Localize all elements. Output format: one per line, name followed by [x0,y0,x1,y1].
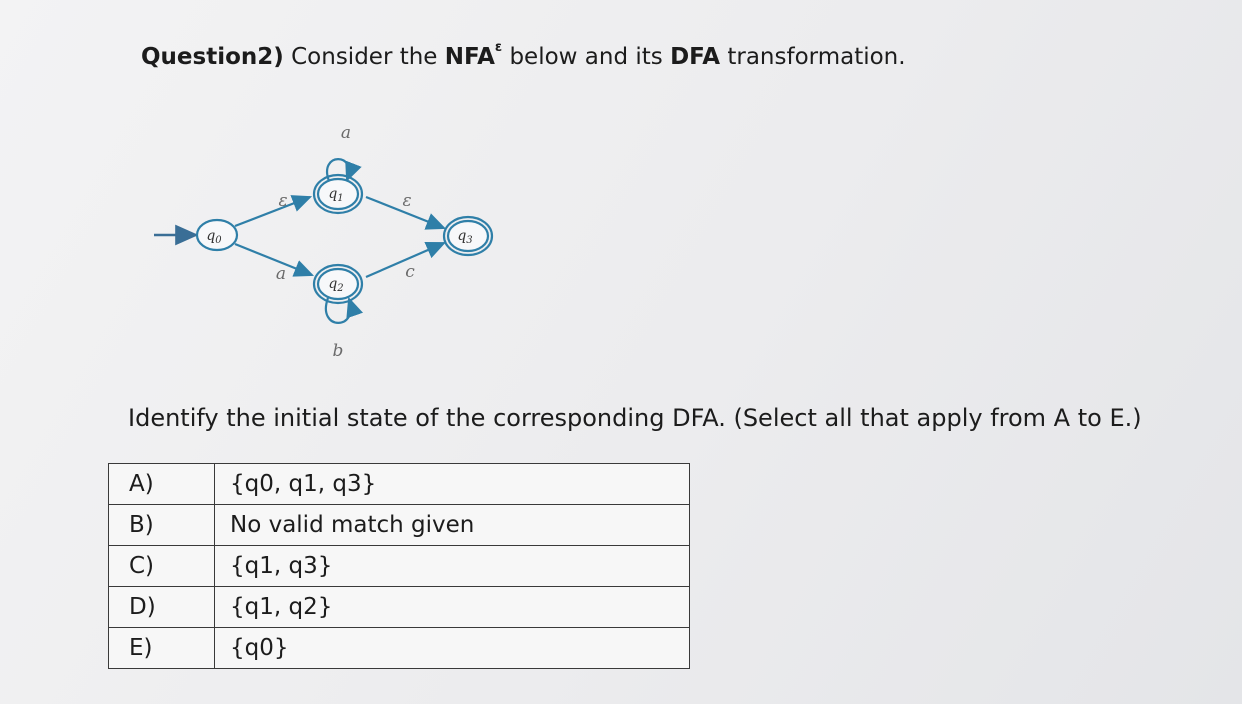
state-q1-ring [312,173,364,215]
question-label: Question2) [141,44,284,70]
loop-q2 [324,296,364,324]
epsilon-superscript: ε [494,40,503,56]
state-q3-ring [442,215,494,257]
edge-q1-q3 [365,195,447,230]
instruction-text: Identify the initial state of the corres… [128,404,1142,432]
option-letter: C) [108,545,215,587]
option-letter: E) [108,627,215,669]
option-row-b[interactable]: B) No valid match given [108,504,690,546]
label-q0-q1: ε [278,191,287,211]
option-row-c[interactable]: C) {q1, q3} [108,545,690,587]
option-letter: D) [108,586,215,628]
question-text-after: transformation. [720,44,906,70]
options-table: A) {q0, q1, q3} B) No valid match given … [108,463,690,669]
edge-q0-q2 [234,242,315,277]
option-text: {q0, q1, q3} [214,463,690,505]
label-q0-q2: a [276,264,286,284]
state-label-q3: q3 [457,228,472,246]
edge-q2-q3 [365,241,447,279]
label-q1-q3: ε [402,191,411,211]
option-row-e[interactable]: E) {q0} [108,627,690,669]
option-row-a[interactable]: A) {q0, q1, q3} [108,463,690,505]
state-q3 [446,219,490,253]
label-q1-loop: a [341,123,351,143]
state-q1 [316,177,360,211]
option-letter: A) [108,463,215,505]
state-q2-ring [312,263,364,305]
state-label-q1: q1 [328,186,343,204]
question-heading: Question2) Consider the NFAε below and i… [141,40,906,70]
question-text-before: Consider the [283,44,445,70]
question-text-middle: below and its [502,44,671,70]
option-letter: B) [108,504,215,546]
option-row-d[interactable]: D) {q1, q2} [108,586,690,628]
loop-q1 [326,158,362,183]
option-text: {q1, q3} [214,545,690,587]
option-text: No valid match given [214,504,690,546]
state-q0 [195,218,239,252]
state-label-q2: q2 [328,276,343,294]
nfa-term: NFA [444,44,495,70]
label-q2-q3: c [405,262,415,282]
dfa-term: DFA [670,44,721,70]
edge-q0-q1 [234,195,313,228]
state-label-q0: q0 [206,228,222,246]
state-q2 [316,267,360,301]
label-q2-loop: b [333,341,344,361]
nfa-diagram: q0 q1 q2 q3 a ε ε a c b [154,123,494,361]
option-text: {q0} [214,627,690,669]
option-text: {q1, q2} [214,586,690,628]
